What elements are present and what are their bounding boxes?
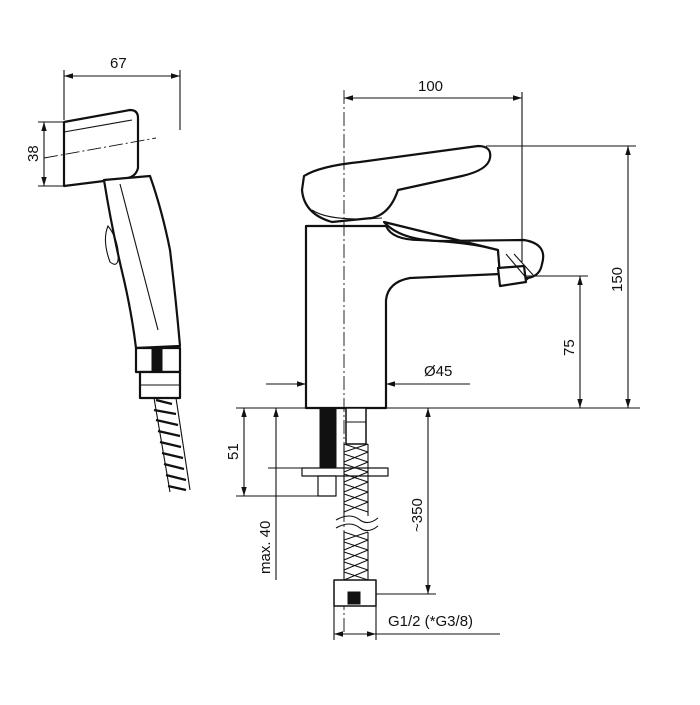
dimension-38: 38 (25, 121, 64, 187)
dimension-67-label: 67 (110, 55, 127, 72)
dimension-350: ~350 (376, 408, 436, 595)
dimension-connection: G1/2 (*G3/8) (333, 606, 500, 640)
dimension-max-40-label: max. 40 (257, 521, 274, 574)
dimension-350-label: ~350 (409, 498, 426, 532)
dimension-75: 75 (524, 275, 588, 408)
dimension-100-label: 100 (418, 78, 443, 95)
dimension-diameter-45: Ø45 (266, 363, 470, 387)
dimension-67: 67 (63, 55, 181, 130)
shank-and-hose (301, 407, 389, 607)
dimension-51-label: 51 (225, 443, 242, 460)
hand-shower (43, 108, 191, 493)
dimension-diameter-45-label: Ø45 (424, 363, 452, 380)
dimension-75-label: 75 (561, 339, 578, 356)
dimension-max-40: max. 40 (257, 408, 302, 580)
dimension-connection-label: G1/2 (*G3/8) (388, 613, 473, 630)
dimension-100: 100 (344, 78, 523, 262)
dimension-38-label: 38 (25, 145, 42, 162)
dimension-51: 51 (225, 407, 320, 497)
faucet (268, 144, 640, 410)
dimension-150-label: 150 (609, 267, 626, 292)
dimension-150: 150 (486, 145, 636, 408)
